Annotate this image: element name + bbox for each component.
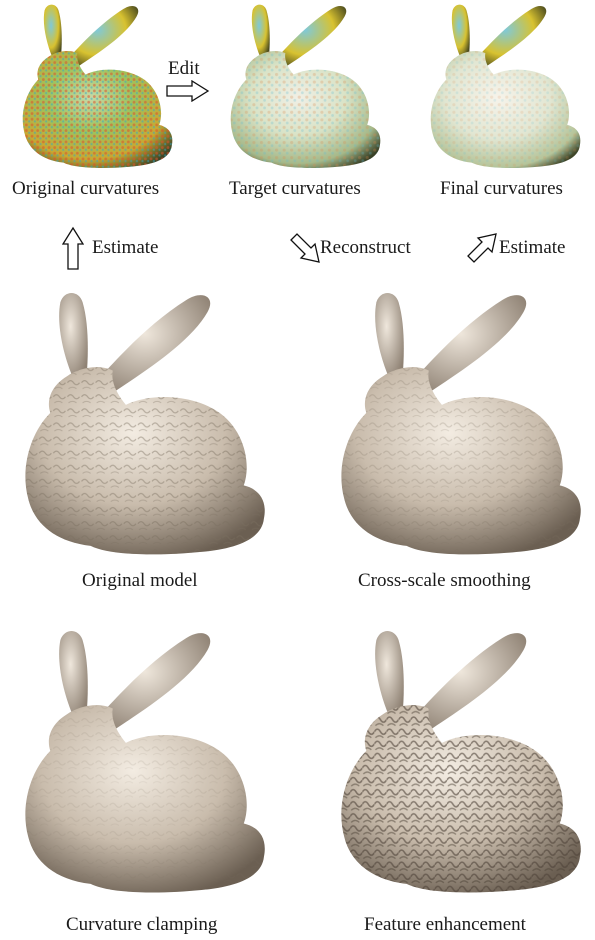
curvature-clamping-figure xyxy=(10,626,272,906)
original-model-label: Original model xyxy=(82,570,198,592)
edit-arrow-icon xyxy=(166,80,210,102)
cross-scale-smoothing-figure xyxy=(326,292,588,564)
target-curvatures-figure xyxy=(214,4,392,174)
edit-label: Edit xyxy=(168,58,200,80)
curvature-clamping-label: Curvature clamping xyxy=(66,914,217,936)
final-curvatures-label: Final curvatures xyxy=(440,178,563,200)
original-curvatures-figure xyxy=(6,4,184,174)
reconstruct-label: Reconstruct xyxy=(320,237,411,259)
estimate-right-label: Estimate xyxy=(499,237,565,259)
target-curvatures-label: Target curvatures xyxy=(229,178,361,200)
original-curvatures-label: Original curvatures xyxy=(12,178,159,200)
cross-scale-smoothing-label: Cross-scale smoothing xyxy=(358,570,531,592)
estimate-up-arrow-icon xyxy=(62,226,84,270)
reconstruct-arrow-icon xyxy=(287,230,323,266)
original-model-figure xyxy=(10,292,272,564)
estimate-left-label: Estimate xyxy=(92,237,158,259)
final-curvatures-figure xyxy=(414,4,592,174)
feature-enhancement-figure xyxy=(326,626,588,906)
estimate-diagonal-arrow-icon xyxy=(464,230,500,266)
feature-enhancement-label: Feature enhancement xyxy=(364,914,526,936)
